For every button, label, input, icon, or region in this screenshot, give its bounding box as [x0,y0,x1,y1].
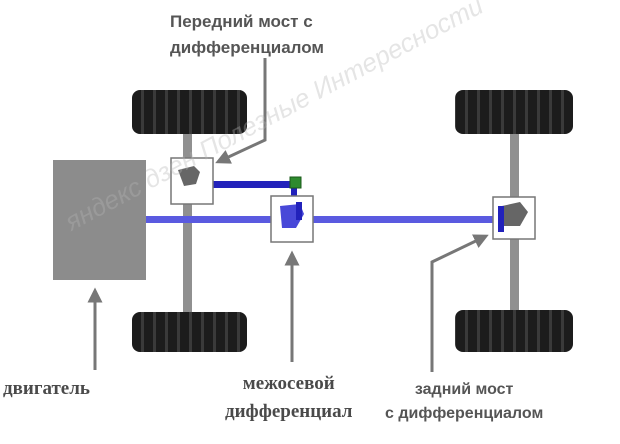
rear-axle-label-line1: задний мост [414,381,514,398]
front-axle-pointer-arrow-icon [215,58,267,164]
rear-diff-flange [498,206,504,232]
front-axle-label: Передний мост с дифференциалом [170,9,324,61]
center-diff-label-line1: межосевой [242,373,335,394]
front-differential-gear-housing-icon [178,166,200,186]
rear-axle-label-line2: с дифференциалом [385,405,544,422]
front-left-tire-icon [132,90,247,134]
center-differential-box [270,195,314,243]
engine-block [53,160,146,280]
rear-axle-pointer-arrow-icon [430,234,489,372]
rear-left-tire-icon [455,90,573,134]
front-axle-label-line1: Передний мост с [170,12,313,31]
center-diff-ring [296,202,302,220]
front-drive-shaft [200,181,295,188]
center-diff-label-line2: дифференциал [225,401,353,422]
engine-label: двигатель [3,378,90,399]
front-drive-shaft-drop [291,185,297,203]
rear-differential-gear-housing-icon [502,202,528,226]
front-axle-label-line2: дифференциалом [170,38,324,57]
rear-axle-label: задний мост с дифференциалом [385,378,543,426]
green-coupling-icon [289,176,302,189]
main-drive-shaft [146,216,508,223]
center-differential-label: межосевой дифференциал [225,370,352,426]
rear-right-tire-icon [455,310,573,352]
front-right-tire-icon [132,312,247,352]
